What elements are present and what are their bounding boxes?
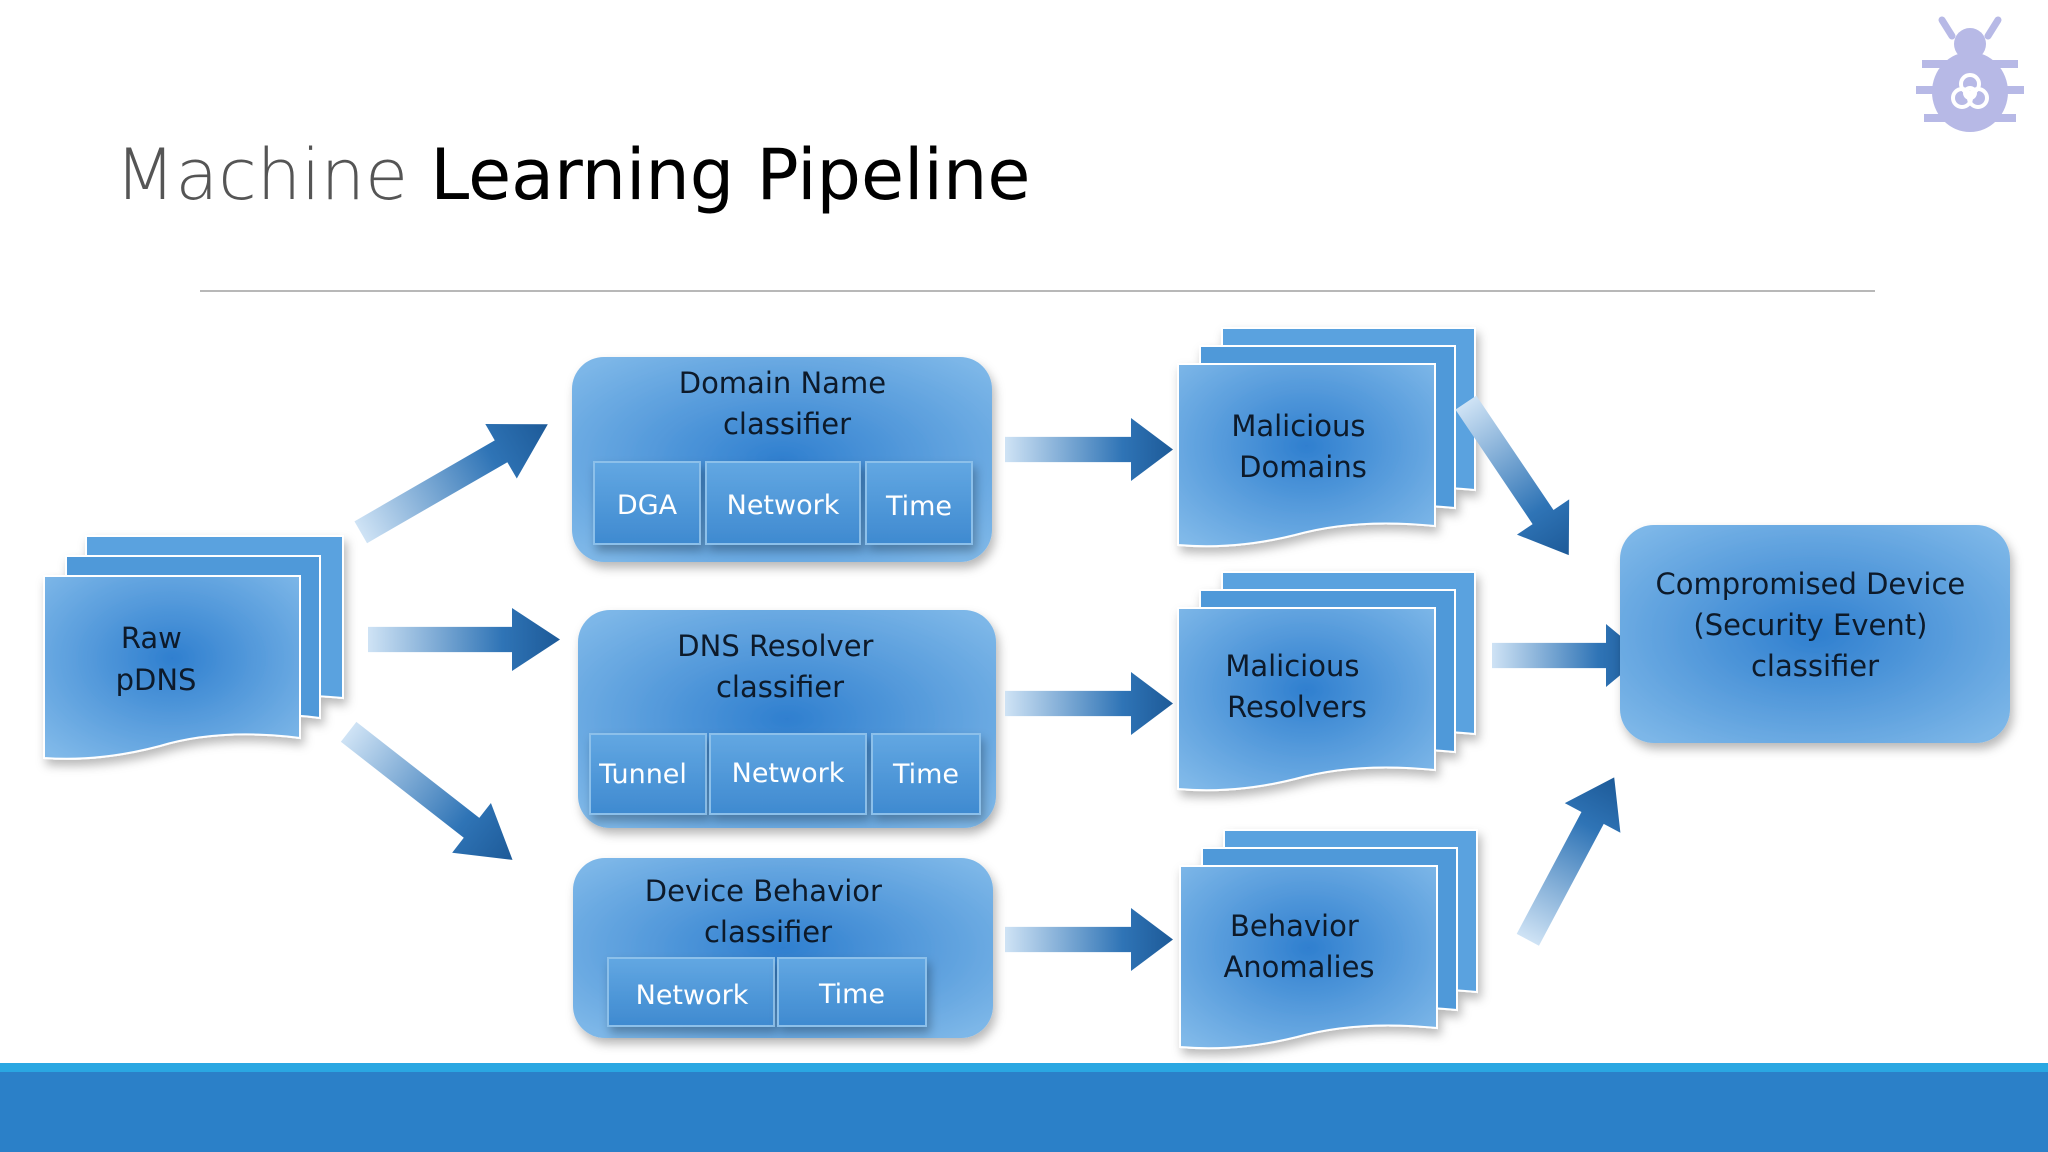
malicious-domains-label-2: Domains <box>1239 450 1367 484</box>
svg-text:DNS Resolver classifier: DNS Resolver classifier <box>677 629 882 704</box>
svg-text:Device Behavior classifi: Device Behavior classifier <box>645 874 891 949</box>
arrow-anomalies-to-final <box>1500 762 1643 955</box>
arrow-input-to-domain <box>345 397 564 560</box>
final-classifier-line-3: classifier <box>1751 649 1879 683</box>
raw-pdns-label-2: pDNS <box>116 663 197 697</box>
malicious-resolvers-doc-stack <box>1177 571 1476 792</box>
feature-label-network: Network <box>727 490 840 521</box>
arrow-input-to-behavior <box>329 707 532 885</box>
feature-box-tunnel <box>589 733 707 815</box>
behavior-classifier-title-2: classifier <box>704 915 832 949</box>
device-behavior-classifier: Device Behavior classifier Network Time <box>573 858 993 1038</box>
domain-classifier-title-1: Domain Name <box>679 366 886 400</box>
compromised-device-classifier: Compromised Device (Security Event) clas… <box>1620 525 2010 743</box>
footer-bar <box>0 1072 2048 1152</box>
resolver-classifier-title-1: DNS Resolver <box>677 629 873 663</box>
malicious-domains-doc-stack <box>1177 327 1476 548</box>
feature-box-network <box>705 461 861 545</box>
malicious-domains-label-1: Malicious <box>1231 409 1365 443</box>
feature-box-time <box>777 957 927 1027</box>
feature-box-network <box>607 957 775 1027</box>
final-classifier-line-1: Compromised Device <box>1656 567 1966 601</box>
svg-text:Malicious Resolvers: Malicious Resolvers <box>1225 649 1368 724</box>
bug-biohazard-icon <box>1916 16 2024 132</box>
feature-label-time: Time <box>885 491 952 522</box>
behavior-anomalies-doc-stack <box>1179 829 1478 1050</box>
feature-label-network: Network <box>636 980 749 1011</box>
domain-classifier-title-2: classifier <box>723 407 851 441</box>
feature-box-time <box>865 461 973 545</box>
feature-box-network <box>709 733 867 815</box>
behavior-anomalies-label-2: Anomalies <box>1223 950 1374 984</box>
arrow-input-to-resolver <box>368 608 560 671</box>
behavior-classifier-title-1: Device Behavior <box>645 874 882 908</box>
feature-label-tunnel: Tunnel <box>598 759 687 790</box>
feature-label-time: Time <box>892 759 959 790</box>
malicious-resolvers-label-1: Malicious <box>1225 649 1359 683</box>
svg-text:Behavior Anomalies: Behavior Anomalies <box>1223 909 1374 984</box>
malicious-resolvers-label-2: Resolvers <box>1227 690 1367 724</box>
feature-box-dga <box>593 461 701 545</box>
slide-title-bold: Learning Pipeline <box>430 134 1031 216</box>
arrow-behavior-to-anomalies <box>1005 908 1173 971</box>
title-divider <box>200 290 1875 292</box>
arrow-domain-to-malicious-domains <box>1005 418 1173 481</box>
svg-text:Domain Name classifier: Domain Name classifier <box>679 366 896 441</box>
svg-text:Compromised Device (Secu: Compromised Device (Security Event) clas… <box>1656 567 1975 683</box>
feature-box-time <box>871 733 981 815</box>
footer-accent-stripe <box>0 1063 2048 1072</box>
domain-name-classifier: Domain Name classifier DGA Network Time <box>572 357 992 562</box>
final-classifier-line-2: (Security Event) <box>1693 608 1927 642</box>
raw-pdns-label-1: Raw <box>121 621 182 655</box>
resolver-classifier-title-2: classifier <box>716 670 844 704</box>
svg-text:Malicious Domains: Malicious Domains <box>1231 409 1374 484</box>
feature-label-time: Time <box>818 979 885 1010</box>
slide-title: Machine Learning Pipeline <box>115 140 1030 210</box>
feature-label-network: Network <box>732 758 845 789</box>
svg-text:Raw pDNS: Raw pDNS <box>116 621 197 697</box>
feature-label-dga: DGA <box>617 490 678 521</box>
raw-pdns-doc-stack <box>43 535 344 760</box>
slide-title-light: Machine <box>115 134 409 216</box>
behavior-anomalies-label-1: Behavior <box>1230 909 1359 943</box>
arrow-resolver-to-malicious-resolvers <box>1005 672 1173 735</box>
dns-resolver-classifier: DNS Resolver classifier Tunnel Network T… <box>578 610 996 828</box>
